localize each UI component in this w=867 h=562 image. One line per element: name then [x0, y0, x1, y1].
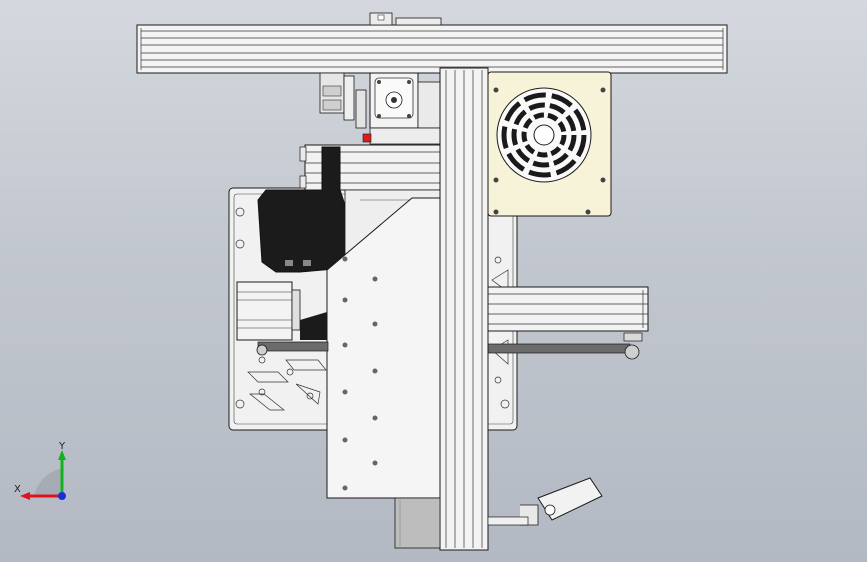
triad-y-label: Y [58, 441, 66, 452]
endstop-switch[interactable] [487, 477, 603, 526]
vertical-extrusion-column[interactable] [439, 67, 489, 551]
triad-x-label: X [14, 484, 21, 495]
right-x-extrusion[interactable] [487, 286, 649, 332]
rail-end-pin [299, 146, 307, 189]
top-mount-blocks[interactable] [369, 12, 442, 26]
fan-grille-icon [496, 87, 592, 183]
top-extrusion-beam[interactable] [136, 24, 728, 74]
triad-z-axis [58, 492, 66, 500]
triad-y-arrow [58, 450, 66, 460]
z-carriage-plate[interactable] [326, 197, 441, 499]
bottom-spindle-block[interactable] [394, 497, 441, 549]
triad-xy-plane [34, 468, 62, 496]
y-stepper-motor[interactable] [236, 281, 327, 341]
left-guide-block[interactable] [319, 72, 367, 129]
triad-x-arrow [20, 492, 30, 500]
z-stepper-motor[interactable] [362, 72, 441, 145]
coordinate-triad-icon: Y X [14, 441, 66, 500]
